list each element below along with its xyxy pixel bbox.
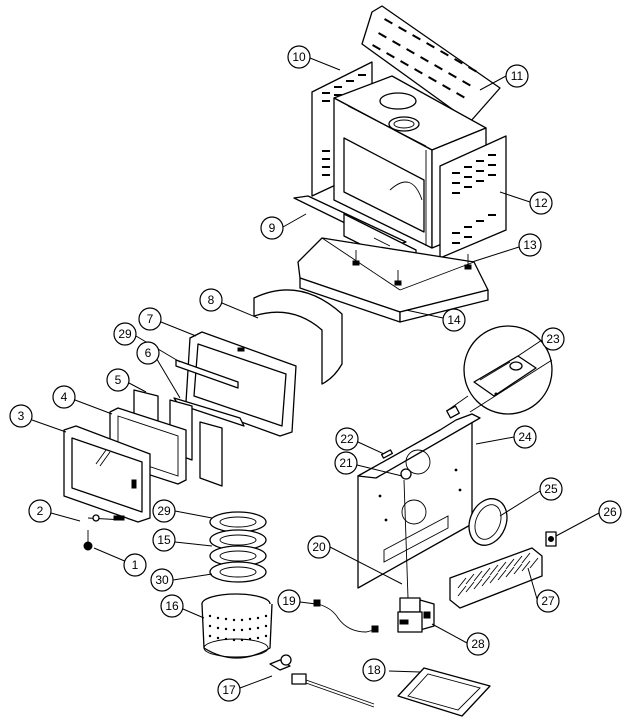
callout-9: 9 — [260, 216, 284, 240]
callout-16-label: 16 — [165, 599, 179, 613]
callout-13-label: 13 — [523, 238, 537, 252]
door-handle — [87, 514, 125, 522]
callout-25: 25 — [539, 477, 563, 501]
callout-16: 16 — [160, 594, 184, 618]
callout-19-label: 19 — [282, 594, 296, 608]
callout-3-label: 3 — [18, 409, 25, 423]
callout-29-rope: 29 — [113, 322, 137, 346]
callout-23-label: 23 — [546, 332, 560, 346]
control-switch — [545, 531, 557, 547]
right-side-panel — [439, 135, 507, 259]
callout-26: 26 — [598, 500, 622, 524]
callout-20-label: 20 — [312, 540, 326, 554]
callout-23: 23 — [541, 327, 565, 351]
door-assembly — [63, 289, 343, 551]
callout-29-rope-label: 29 — [118, 327, 132, 341]
rear-panel-assembly — [357, 325, 557, 633]
callout-1-label: 1 — [132, 558, 139, 572]
blower-motor — [397, 597, 435, 633]
callout-21-label: 21 — [339, 456, 353, 470]
callout-leaders — [31, 57, 600, 689]
callout-11-label: 11 — [511, 69, 524, 83]
callout-15-label: 15 — [157, 533, 171, 547]
stove-body-assembly — [293, 5, 507, 323]
callout-28: 28 — [466, 632, 490, 656]
callout-2-label: 2 — [37, 504, 44, 518]
callout-22-label: 22 — [340, 432, 354, 446]
burn-pot — [201, 593, 273, 659]
callout-8: 8 — [199, 288, 223, 312]
callout-14: 14 — [442, 308, 466, 332]
callout-7-label: 7 — [147, 312, 154, 326]
callout-19: 19 — [277, 589, 301, 613]
callout-11: 11 — [505, 64, 529, 88]
callout-1: 1 — [123, 553, 147, 577]
curved-heat-shield — [253, 289, 343, 385]
callout-6: 6 — [136, 341, 160, 365]
callout-12-label: 12 — [534, 196, 548, 210]
ash-tray — [397, 667, 491, 717]
rear-panel — [357, 413, 473, 589]
callout-26-label: 26 — [603, 505, 617, 519]
ignitor-cord — [313, 599, 379, 633]
grate-ring-top — [209, 511, 267, 533]
callout-2: 2 — [28, 499, 52, 523]
callout-29-ring: 29 — [152, 499, 176, 523]
grate-ring-middle — [209, 529, 267, 567]
callout-20: 20 — [307, 535, 331, 559]
callout-10-label: 10 — [292, 50, 306, 64]
burn-pot-assembly — [201, 511, 273, 659]
callout-17-label: 17 — [222, 683, 236, 697]
callout-30-label: 30 — [155, 573, 169, 587]
callout-4-label: 4 — [61, 390, 68, 404]
callout-13: 13 — [518, 233, 542, 257]
callout-27: 27 — [536, 589, 560, 613]
callout-27-label: 27 — [541, 594, 555, 608]
gas-valve-hose — [269, 654, 375, 708]
pedestal-base — [297, 237, 489, 323]
callout-29-ring-label: 29 — [157, 504, 171, 518]
leveling-bolts — [352, 250, 472, 286]
callout-24-label: 24 — [518, 430, 532, 444]
callout-18-label: 18 — [367, 663, 381, 677]
callout-5-label: 5 — [115, 373, 122, 387]
callout-24: 24 — [513, 425, 537, 449]
door-rope — [175, 359, 239, 389]
callout-14-label: 14 — [447, 313, 461, 327]
callout-18: 18 — [362, 658, 386, 682]
callout-12: 12 — [529, 191, 553, 215]
callout-4: 4 — [52, 385, 76, 409]
callout-15: 15 — [152, 528, 176, 552]
detail-inset — [447, 325, 553, 415]
callout-5: 5 — [106, 368, 130, 392]
callout-25-label: 25 — [544, 482, 558, 496]
top-lid — [361, 5, 501, 123]
heat-exchanger-fins — [449, 547, 543, 609]
door-latch — [83, 530, 93, 551]
grate-ring-bottom — [209, 561, 267, 583]
callout-6-label: 6 — [145, 346, 152, 360]
callout-7: 7 — [138, 307, 162, 331]
callout-21: 21 — [334, 451, 358, 475]
callout-10: 10 — [287, 45, 311, 69]
callout-9-label: 9 — [269, 221, 276, 235]
stove-door — [63, 425, 151, 523]
round-gasket — [468, 498, 508, 546]
callout-22: 22 — [335, 427, 359, 451]
callout-28-label: 28 — [471, 637, 485, 651]
callout-17: 17 — [217, 678, 241, 702]
callout-3: 3 — [9, 404, 33, 428]
callout-8-label: 8 — [208, 293, 215, 307]
callout-30: 30 — [150, 568, 174, 592]
